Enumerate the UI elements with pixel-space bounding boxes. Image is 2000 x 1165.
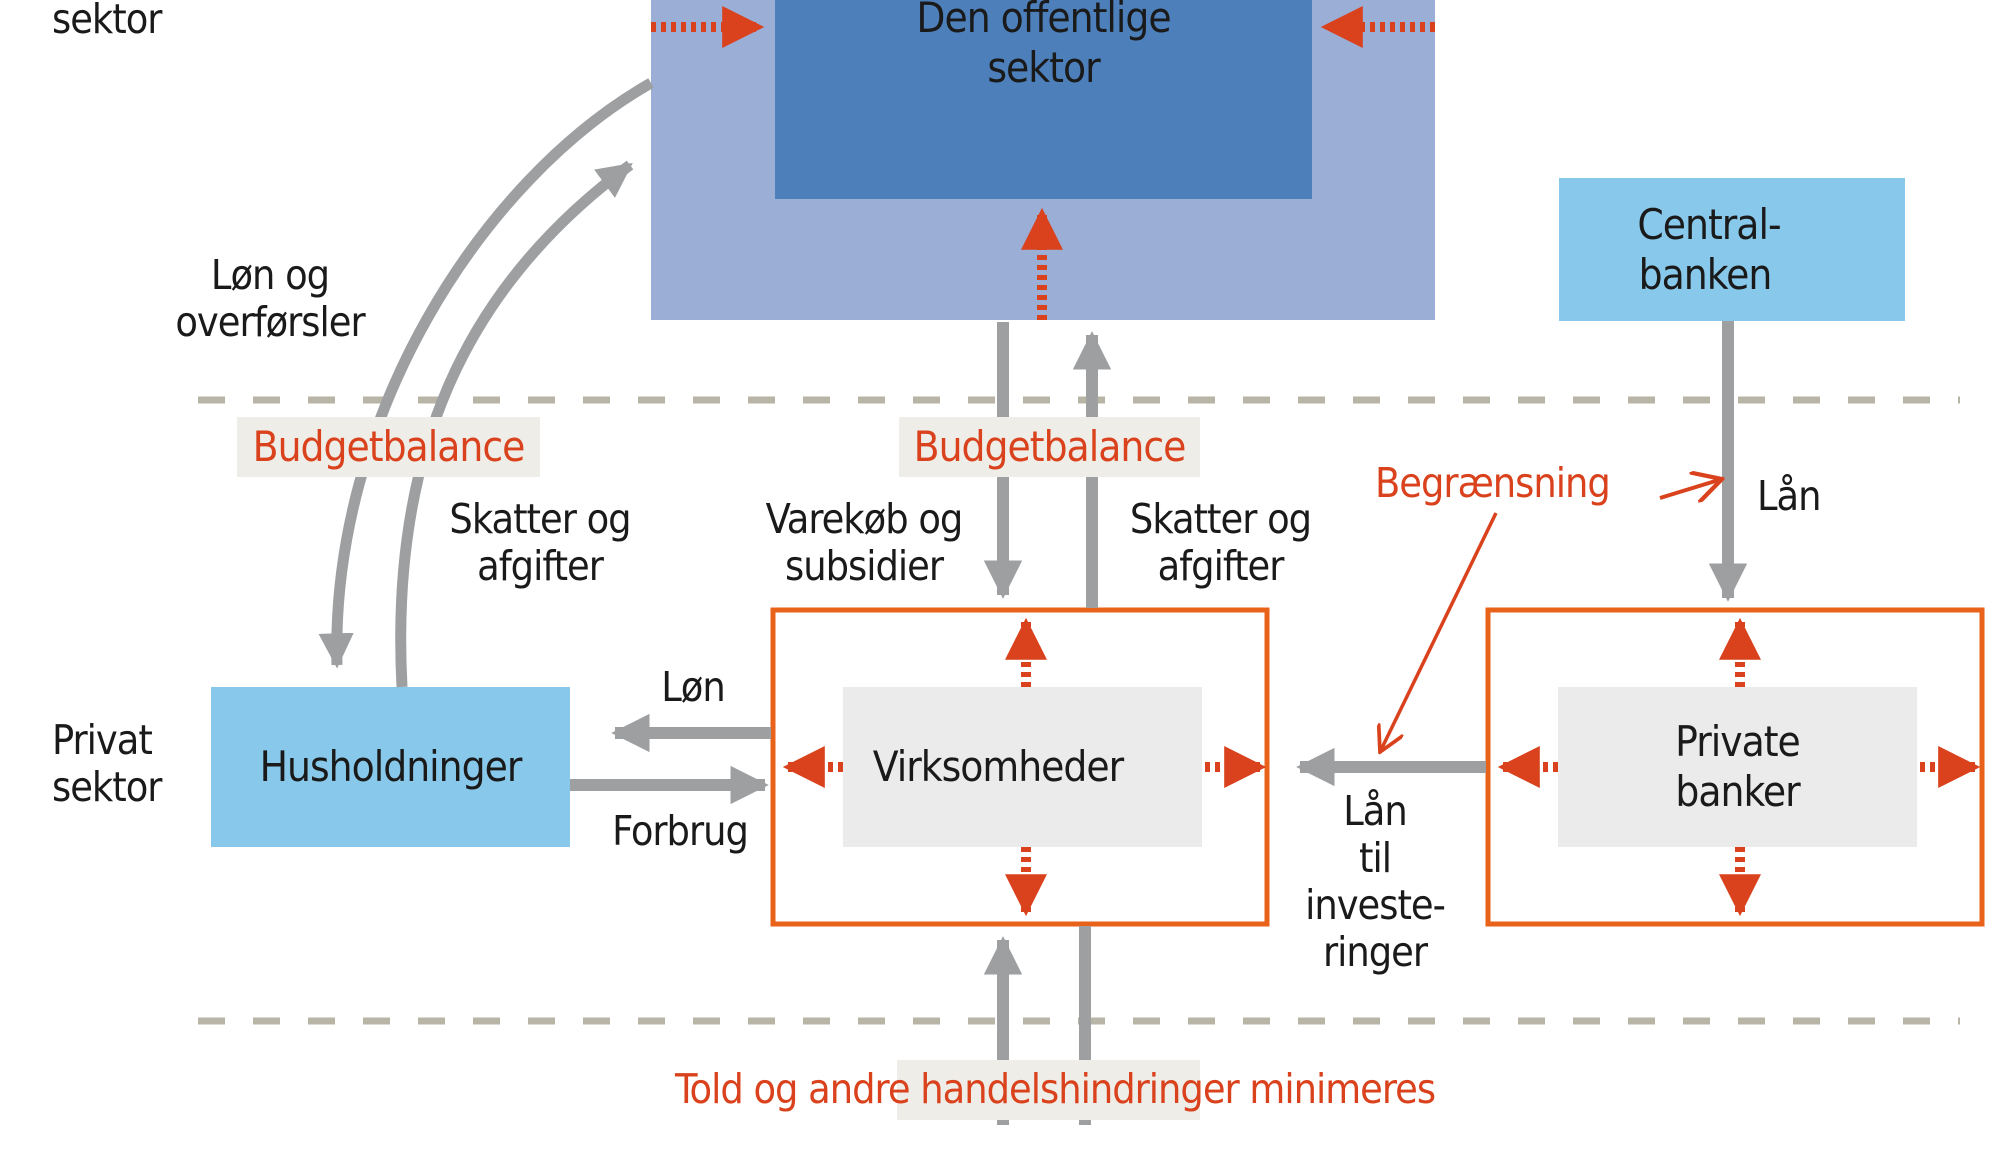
trade-barriers-label: Told og andre handelshindringer minimere…	[674, 1065, 1436, 1113]
taxes-firms-label: Skatter og afgifter	[1118, 496, 1323, 590]
private-banks-label-line2: banker	[1675, 767, 1800, 816]
private-banks-inner-box	[1558, 687, 1917, 847]
wages-transfers-arrow	[318, 78, 654, 669]
loans-central-label: Lån	[1757, 472, 1822, 520]
purchases-subsidies-line2: subsidier	[784, 542, 944, 590]
investment-loans-line3: investe-	[1305, 881, 1446, 929]
investment-loans-line2: til	[1359, 834, 1392, 882]
investment-loans-line1: Lån	[1343, 787, 1408, 835]
purchases-subsidies-line1: Varekøb og	[765, 495, 964, 543]
firms-frame	[770, 607, 1270, 927]
central-bank-label-line2: banken	[1638, 249, 1773, 299]
households-box	[211, 687, 570, 847]
budget-balance-tag-center: Budgetbalance	[899, 417, 1200, 477]
public-sector-label-line1: Den offentlige	[916, 0, 1171, 42]
taxes-households-label: Skatter og afgifter	[440, 496, 640, 590]
limitation-pointer-loans	[1380, 512, 1498, 752]
limitation-pointer-central	[1659, 479, 1722, 498]
firms-label: Virksomheder	[872, 742, 1124, 791]
central-bank-box	[1559, 178, 1905, 321]
wages-transfers-label: Løn og overførsler	[165, 252, 375, 346]
budget-balance-tag-left: Budgetbalance	[237, 417, 540, 477]
taxes-firms-line1: Skatter og	[1129, 495, 1312, 543]
trade-barriers-tag-bg	[897, 1060, 1200, 1120]
private-banks-label-line1: Private	[1675, 717, 1801, 766]
central-bank-label: Central- banken	[1559, 178, 1859, 321]
purchases-subsidies-label: Varekøb og subsidier	[754, 496, 974, 590]
households-label: Husholdninger	[259, 742, 523, 791]
limitation-label: Begrænsning	[1375, 459, 1611, 507]
public-sector-label: Den offentlige sektor	[775, 0, 1312, 98]
wages-transfers-line2: overførsler	[175, 298, 365, 346]
firms-inner-box	[843, 687, 1202, 847]
public-sector-label-line2: sektor	[987, 43, 1100, 92]
sector-label-private-line2: sektor	[52, 763, 162, 811]
wages-label: Løn	[661, 663, 726, 711]
taxes-households-line1: Skatter og	[449, 495, 631, 543]
sector-label-top: sektor	[52, 0, 162, 43]
private-banks-label: Private banker	[1558, 687, 1917, 847]
public-sector-inner-box	[775, 0, 1312, 199]
consumption-label: Forbrug	[612, 807, 749, 855]
taxes-households-arrow	[395, 160, 634, 688]
taxes-firms-line2: afgifter	[1157, 542, 1285, 590]
sector-label-private-line1: Privat	[52, 716, 153, 764]
investment-loans-line4: ringer	[1322, 928, 1428, 976]
taxes-households-line2: afgifter	[477, 542, 604, 590]
private-banks-frame	[1485, 607, 1985, 927]
wages-transfers-line1: Løn og	[210, 251, 330, 299]
sector-label-private: Privat sektor	[52, 716, 162, 811]
investment-loans-label: Lån til investe- ringer	[1290, 788, 1460, 976]
central-bank-label-line1: Central-	[1637, 199, 1781, 249]
